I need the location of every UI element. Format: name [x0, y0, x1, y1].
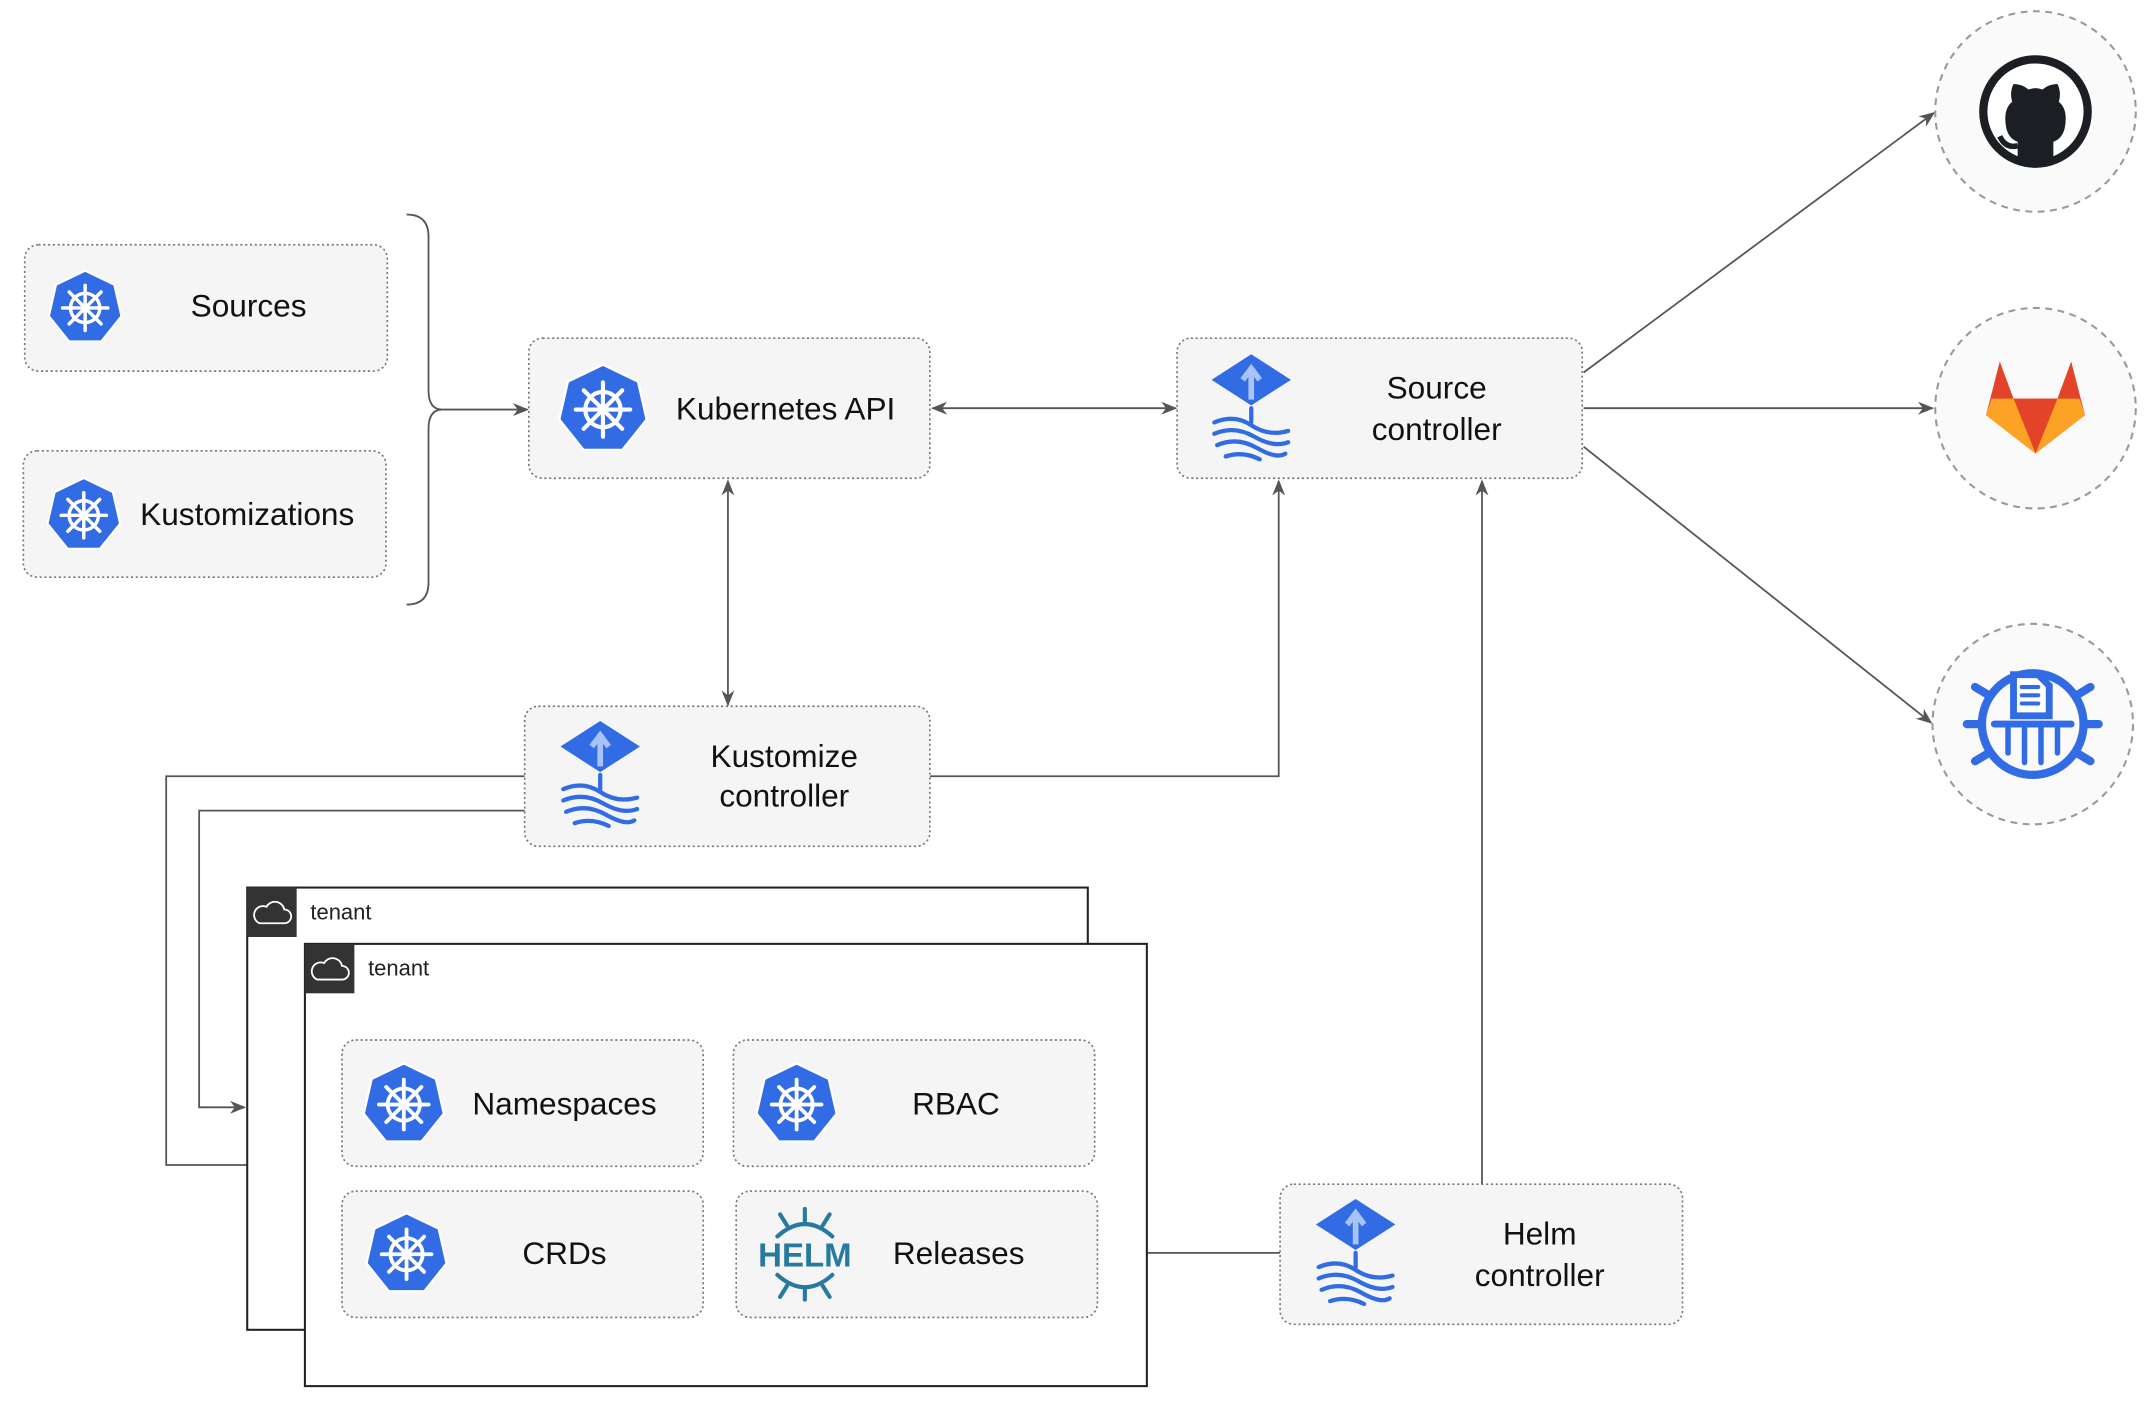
node-label: RBAC	[912, 1085, 1000, 1121]
node-label: Namespaces	[472, 1085, 656, 1121]
helm-logo-text: HELM	[758, 1237, 851, 1274]
node-label: Sources	[191, 287, 307, 323]
edge-kustomize-to-source-controller	[929, 479, 1286, 778]
node-source-controller[interactable]: Source controller	[1176, 337, 1584, 480]
node-helm-controller[interactable]: Helm controller	[1279, 1183, 1684, 1326]
tenant-label: tenant	[310, 899, 371, 924]
node-label-line2: controller	[1372, 411, 1502, 447]
node-label: Releases	[893, 1235, 1025, 1271]
node-label-line2: controller	[719, 778, 849, 814]
helm-icon: HELM	[758, 1206, 852, 1302]
github-icon	[1979, 55, 2092, 168]
sources-brace	[406, 213, 443, 606]
node-label-line2: controller	[1475, 1257, 1605, 1293]
node-label-line1: Helm	[1503, 1216, 1577, 1252]
bucket-icon	[1962, 669, 2103, 780]
node-namespaces[interactable]: Namespaces	[341, 1039, 705, 1168]
edge-source-to-github	[1583, 111, 1936, 374]
edge-kustomize-to-tenant-back	[198, 809, 525, 1114]
node-label: Kustomizations	[140, 496, 354, 532]
node-releases[interactable]: HELM Releases	[735, 1190, 1099, 1319]
node-rbac[interactable]: RBAC	[732, 1039, 1096, 1168]
edges	[165, 111, 1936, 1260]
github-source[interactable]	[1934, 10, 2137, 213]
node-kustomizations[interactable]: Kustomizations	[22, 449, 387, 578]
cloud-icon	[253, 900, 293, 925]
node-label: Kubernetes API	[676, 390, 895, 426]
node-kubernetes-api[interactable]: Kubernetes API	[527, 337, 931, 480]
tenant-label: tenant	[368, 956, 429, 981]
gitlab-icon	[1986, 361, 2085, 454]
cloud-icon	[310, 957, 350, 981]
edge-source-to-bucket	[1583, 445, 1933, 724]
node-kustomize-controller[interactable]: Kustomize controller	[523, 705, 931, 848]
node-label-line1: Source	[1387, 370, 1487, 406]
edge-kustomize-to-tenant-front	[165, 775, 525, 1172]
node-sources[interactable]: Sources	[23, 243, 389, 372]
node-label-line1: Kustomize	[711, 738, 858, 774]
bucket-source[interactable]	[1931, 622, 2135, 826]
node-crds[interactable]: CRDs	[341, 1190, 705, 1319]
node-label: CRDs	[522, 1235, 606, 1271]
gitlab-source[interactable]	[1934, 306, 2137, 510]
